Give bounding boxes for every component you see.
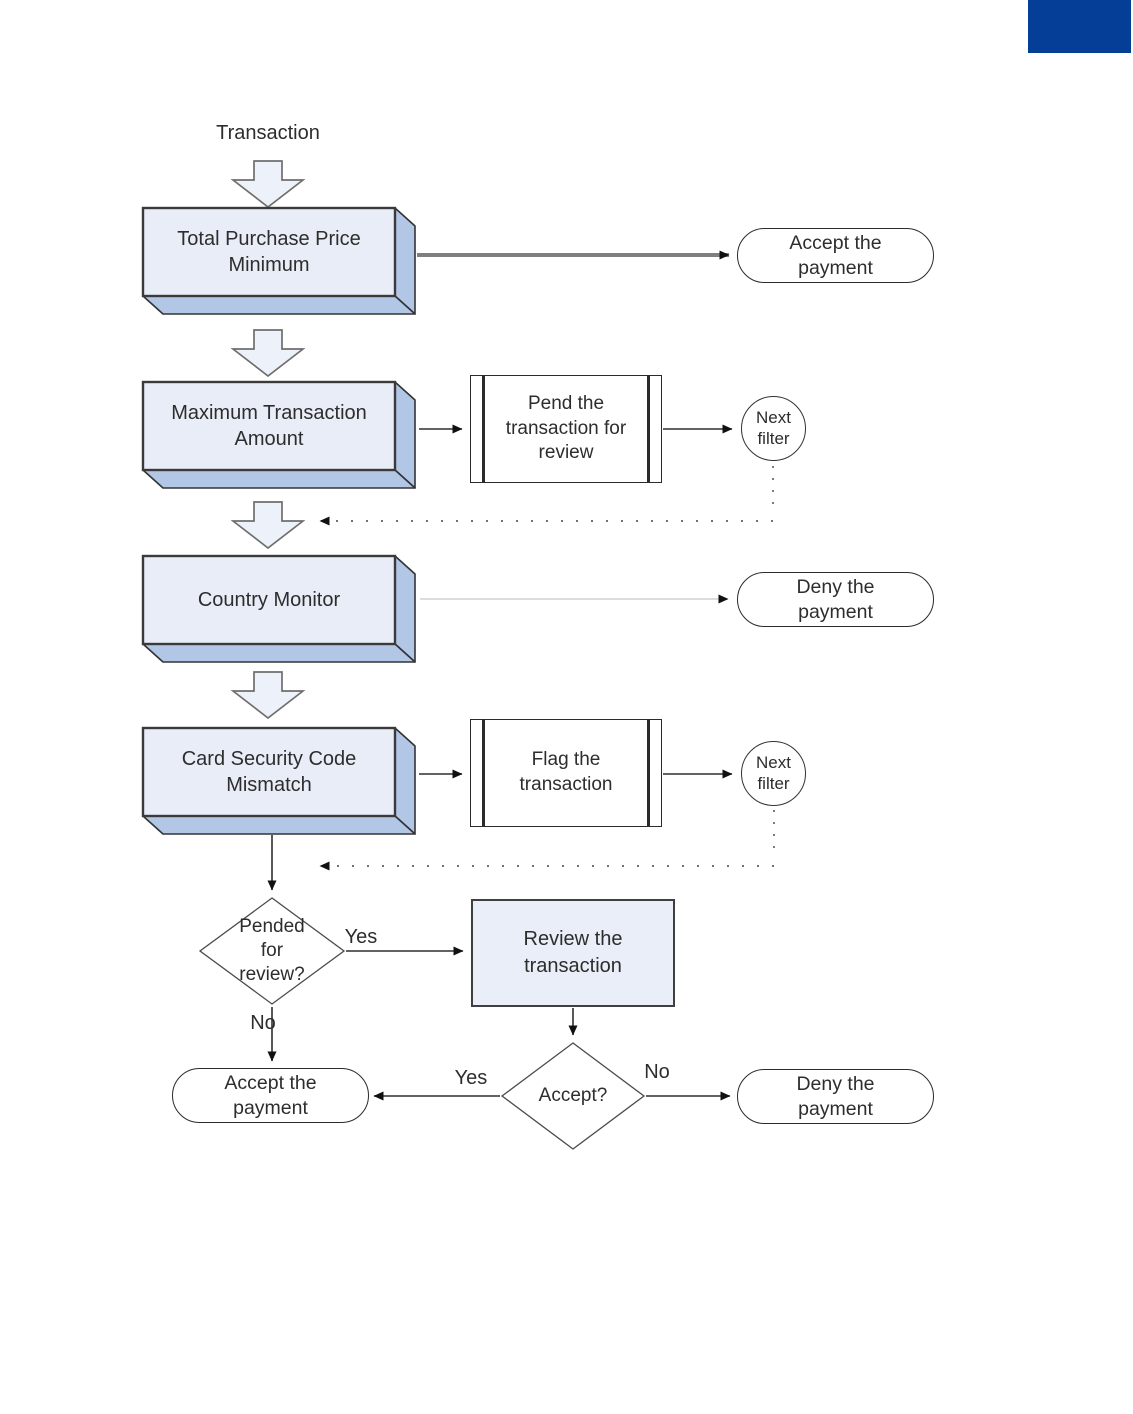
yes-label-pended: Yes xyxy=(344,925,378,948)
yes-label-accept: Yes xyxy=(454,1066,488,1089)
process-box-review-transaction: Review the transaction xyxy=(471,899,675,1007)
filter-box-shape xyxy=(141,206,416,315)
decision-pended-for-review: Pended for review? xyxy=(198,896,346,1006)
terminator-label: Deny the payment xyxy=(796,576,875,623)
process-box-pend-transaction: Pend the transaction for review xyxy=(470,375,662,483)
diamond-shape xyxy=(198,897,346,1005)
terminator-accept-payment-bottom: Accept the payment xyxy=(172,1068,369,1123)
no-label-accept: No xyxy=(644,1060,670,1083)
process-box-label: Flag the transaction xyxy=(519,749,613,795)
next-filter-circle-1: Next filter xyxy=(741,396,806,461)
process-box-label: Pend the transaction for review xyxy=(505,392,627,464)
filter-box-shape xyxy=(141,380,416,489)
filter-box-label: Card Security Code Mismatch xyxy=(181,748,357,796)
next-filter-label: Next filter xyxy=(756,408,791,448)
process-box-flag-transaction: Flag the transaction xyxy=(470,719,662,827)
filter-box-label: Maximum Transaction Amount xyxy=(171,402,367,450)
predefined-process-bar-icon xyxy=(482,720,485,826)
filter-box-total-purchase-price-minimum: Total Purchase Price Minimum xyxy=(140,205,418,317)
filter-box-maximum-transaction-amount: Maximum Transaction Amount xyxy=(140,379,418,491)
decision-accept: Accept? xyxy=(500,1041,646,1151)
corner-accent-bar xyxy=(1028,0,1131,53)
decision-label: Pended for review? xyxy=(239,916,305,985)
diamond-shape xyxy=(500,1042,646,1150)
block-arrow-down-4 xyxy=(231,671,305,719)
no-label-pended: No xyxy=(250,1011,276,1034)
block-arrow-down-1 xyxy=(231,160,305,208)
decision-label: Accept? xyxy=(538,1085,608,1107)
next-filter-circle-2: Next filter xyxy=(741,741,806,806)
filter-box-card-security-code-mismatch: Card Security Code Mismatch xyxy=(140,725,418,837)
filter-box-label: Country Monitor xyxy=(197,589,341,611)
block-arrow-down-2 xyxy=(231,329,305,377)
next-filter-label: Next filter xyxy=(756,753,791,793)
terminator-deny-payment-mid: Deny the payment xyxy=(737,572,934,627)
filter-box-shape xyxy=(141,726,416,835)
predefined-process-bar-icon xyxy=(482,376,485,482)
predefined-process-bar-icon xyxy=(647,720,650,826)
terminator-label: Accept the payment xyxy=(224,1072,317,1119)
entry-label: Transaction xyxy=(216,121,320,144)
predefined-process-bar-icon xyxy=(647,376,650,482)
block-arrow-down-3 xyxy=(231,501,305,549)
filter-box-country-monitor: Country Monitor xyxy=(140,553,418,665)
terminator-deny-payment-bottom: Deny the payment xyxy=(737,1069,934,1124)
terminator-label: Accept the payment xyxy=(789,232,882,279)
process-box-label: Review the transaction xyxy=(523,928,623,977)
terminator-label: Deny the payment xyxy=(796,1073,875,1120)
filter-box-shape xyxy=(141,554,416,663)
terminator-accept-payment-top: Accept the payment xyxy=(737,228,934,283)
filter-box-label: Total Purchase Price Minimum xyxy=(177,228,361,276)
